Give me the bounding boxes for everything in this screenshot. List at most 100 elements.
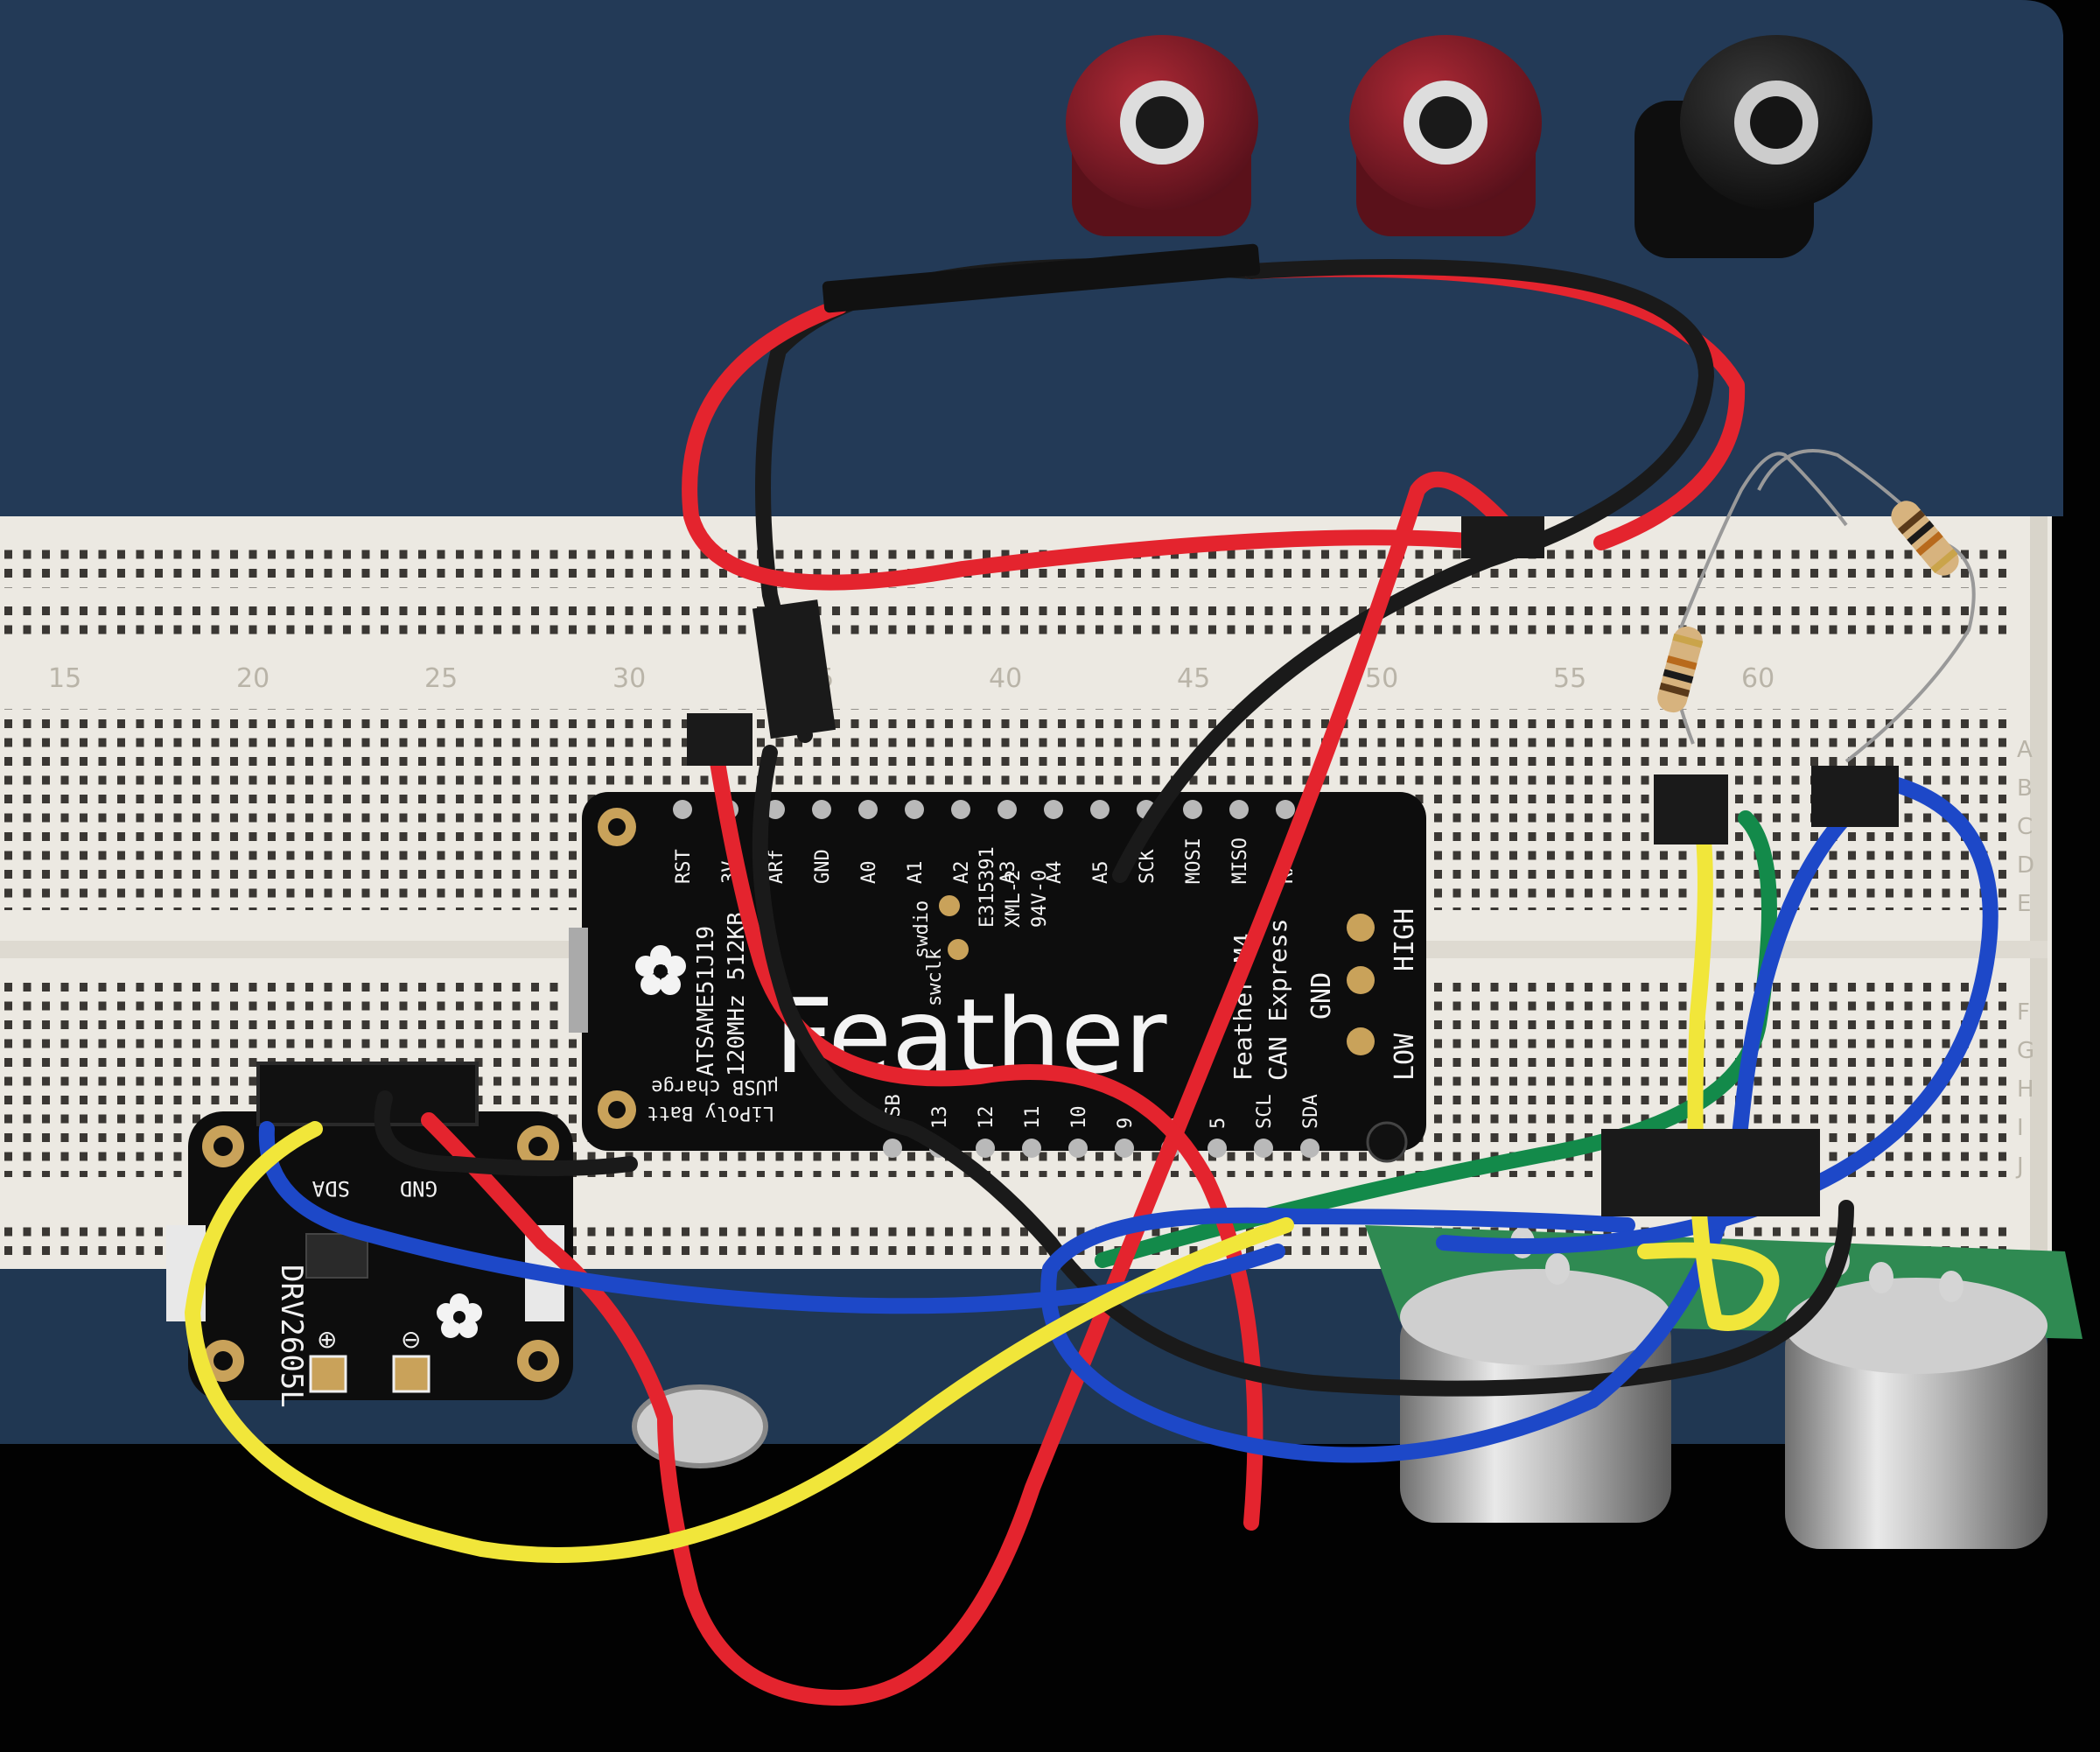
can-pin-low: LOW <box>1390 1033 1420 1081</box>
feather-top-pin-label: RST <box>673 849 695 884</box>
feather-battery-text-2: LiPoly Batt <box>647 1102 774 1124</box>
feather-bottom-pin <box>1115 1139 1134 1158</box>
breadboard-row-letter: D <box>2017 852 2034 879</box>
feather-marking-e315391: E315391 <box>976 846 998 928</box>
drv-board-name: DRV2605L <box>274 1265 309 1408</box>
binding-post-red-2 <box>1349 35 1542 236</box>
feather-top-pin-label: A4 <box>1044 861 1066 885</box>
feather-top-pin <box>951 800 970 819</box>
feather-battery-text-1: μUSB charge <box>651 1076 779 1097</box>
feather-bottom-pin-label: SCL <box>1254 1094 1276 1129</box>
drv-terminal-minus <box>392 1355 430 1393</box>
breadboard-row-letter: F <box>2017 999 2030 1026</box>
wire-blue-2 <box>1436 771 1998 1254</box>
breadboard-row-letter: I <box>2017 1115 2024 1141</box>
jumper-housing-5 <box>1811 766 1899 827</box>
feather-top-pin <box>1229 800 1249 819</box>
feather-top-pin-label: MOSI <box>1183 837 1205 884</box>
can-pin-gnd: GND <box>1306 972 1337 1020</box>
jumper-housing-1 <box>1461 516 1544 558</box>
feather-top-pin <box>1044 800 1063 819</box>
binding-post-red-1 <box>1066 35 1258 236</box>
feather-bottom-pin-label: 12 <box>976 1106 998 1130</box>
jumper-housing-3 <box>687 713 752 766</box>
wire-black-drv <box>374 1090 638 1176</box>
feather-model-text-2: CAN Express <box>1264 919 1292 1081</box>
feather-bottom-pin <box>1208 1139 1227 1158</box>
feather-top-pin-label: GND <box>812 849 834 884</box>
feather-bottom-pin-label: 9 <box>1115 1118 1137 1129</box>
breadboard-row-letter: J <box>2015 1153 2024 1180</box>
breadboard-column-number: 15 <box>48 663 81 694</box>
wire-yellow <box>185 780 1780 1563</box>
wire-red-loop <box>682 298 1495 591</box>
adafruit-flower-icon <box>635 945 686 995</box>
breadboard-row-letter: E <box>2017 891 2031 917</box>
feather-top-pin <box>998 800 1017 819</box>
feather-marking-94v0: 94V-0 <box>1029 870 1051 928</box>
feather-top-pin-label: A3 <box>998 861 1019 885</box>
feather-bottom-pin-label: 10 <box>1068 1106 1090 1130</box>
feather-top-pin <box>1183 800 1202 819</box>
drv-pin-gnd: GND <box>400 1176 438 1201</box>
feather-chip-text-1: ATSAME51J19 <box>693 926 719 1076</box>
breadboard-row-letter: C <box>2017 814 2033 840</box>
jumper-housing-6 <box>1601 1129 1820 1216</box>
feather-bottom-pin <box>1068 1139 1088 1158</box>
feather-marking-swclk: swclk <box>924 949 946 1006</box>
feather-bottom-pin <box>1254 1139 1273 1158</box>
feather-top-pin-label: A1 <box>905 861 927 885</box>
feather-top-pin <box>812 800 831 819</box>
feather-top-pin-label: A5 <box>1090 861 1112 885</box>
feather-bottom-pin <box>883 1139 902 1158</box>
feather-chip-text-2: 120MHz 512KB <box>724 912 750 1076</box>
can-pin-high: HIGH <box>1390 908 1420 971</box>
breadboard-column-number: 25 <box>424 663 458 694</box>
breadboard-column-number: 55 <box>1553 663 1586 694</box>
breadboard-column-number: 45 <box>1177 663 1210 694</box>
breadboard-row-letter: H <box>2017 1076 2034 1103</box>
feather-top-pin <box>673 800 692 819</box>
drv-pin-sda: SDA <box>312 1176 350 1201</box>
feather-top-pin-label: MISO <box>1229 837 1251 884</box>
feather-marking-swdio: swdio <box>911 901 933 958</box>
jumper-housing-4 <box>1654 774 1728 844</box>
breadboard-row-letter: B <box>2017 775 2033 802</box>
feather-top-pin <box>1276 800 1295 819</box>
wire-black-loop <box>1112 259 1714 883</box>
feather-top-pin <box>905 800 924 819</box>
feather-bottom-pin-label: 13 <box>929 1106 951 1130</box>
feather-top-pin <box>1090 800 1110 819</box>
resistor-1 <box>1657 452 1848 745</box>
feather-bottom-pin-label: 11 <box>1022 1106 1044 1130</box>
binding-post-black <box>1634 35 1872 258</box>
sensor-transducer-right <box>1785 1313 2048 1549</box>
jumper-housing-top <box>822 243 1261 313</box>
feather-bottom-pin <box>976 1139 995 1158</box>
drv-plus-symbol: ⊕ <box>317 1325 337 1354</box>
breadboard-row-letter: A <box>2017 737 2033 763</box>
breadboard-row-letter: G <box>2017 1038 2034 1064</box>
wire-red-feather <box>705 727 1264 1531</box>
feather-top-pin <box>766 800 785 819</box>
feather-top-pin-label: ARf <box>766 849 788 884</box>
wire-red-breadboard <box>421 471 1522 1706</box>
breadboard-column-number: 40 <box>989 663 1022 694</box>
feather-bottom-pin <box>1022 1139 1041 1158</box>
feather-bottom-pin-label: 5 <box>1208 1118 1229 1129</box>
resistor-2 <box>1757 449 1976 763</box>
breadboard-column-number: 60 <box>1741 663 1774 694</box>
breadboard-column-number: 50 <box>1365 663 1398 694</box>
drv-minus-symbol: ⊖ <box>401 1325 421 1354</box>
wire-blue-drv <box>258 1121 1285 1314</box>
breadboard-column-number: 30 <box>612 663 646 694</box>
breadboard-column-number: 20 <box>236 663 270 694</box>
feather-top-pin-label: A0 <box>858 861 880 885</box>
feather-top-pin-label: A2 <box>951 861 973 885</box>
wire-blue-1 <box>1040 771 1898 1463</box>
drv-terminal-plus <box>309 1355 347 1393</box>
blue-panel <box>0 0 2063 516</box>
feather-bottom-pin-label: SDA <box>1300 1094 1322 1129</box>
adafruit-flower-icon-drv <box>437 1293 482 1338</box>
